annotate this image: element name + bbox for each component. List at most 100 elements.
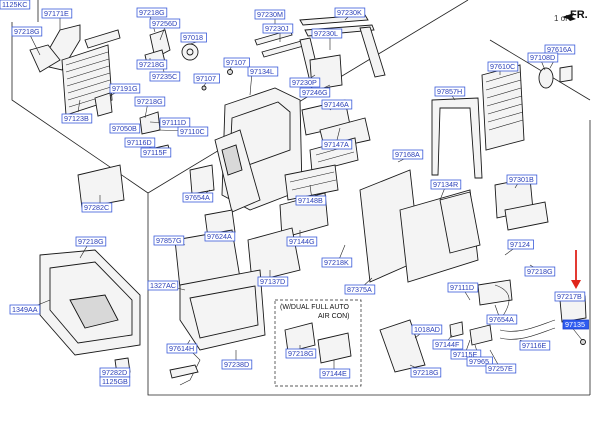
part-label-box[interactable] bbox=[109, 83, 141, 94]
part-label-box[interactable] bbox=[134, 96, 166, 107]
part-label-box[interactable] bbox=[204, 231, 236, 242]
part-label[interactable]: 97111D bbox=[159, 117, 191, 128]
part-label-box[interactable] bbox=[285, 348, 317, 359]
part-label-box[interactable] bbox=[450, 349, 482, 360]
part-label[interactable]: 97191G bbox=[109, 83, 141, 94]
part-label[interactable]: 97144G bbox=[286, 236, 318, 247]
part-label[interactable]: 97123B bbox=[61, 113, 93, 124]
part-label[interactable]: 97230J bbox=[262, 23, 294, 34]
part-label-box[interactable] bbox=[447, 282, 479, 293]
part-label-box[interactable] bbox=[159, 117, 191, 128]
part-label[interactable]: 97218G bbox=[136, 59, 168, 70]
part-label[interactable]: 97256D bbox=[149, 18, 181, 29]
part-label[interactable]: 97217B bbox=[554, 291, 586, 302]
part-label[interactable]: 97610C bbox=[487, 61, 519, 72]
part-label-box[interactable] bbox=[41, 8, 73, 19]
part-label-box[interactable] bbox=[149, 71, 181, 82]
part-label[interactable]: 97230K bbox=[334, 7, 366, 18]
part-label[interactable]: 97050B bbox=[109, 123, 141, 134]
part-label-box[interactable] bbox=[140, 147, 172, 158]
part-label-box[interactable] bbox=[544, 44, 576, 55]
part-label[interactable]: 97218G bbox=[11, 26, 43, 37]
part-label[interactable]: 1018AD bbox=[411, 324, 443, 335]
part-label-box[interactable] bbox=[319, 368, 351, 379]
part-label[interactable]: 97857G bbox=[153, 235, 185, 246]
part-label[interactable]: 97147A bbox=[321, 139, 353, 150]
part-label-box[interactable] bbox=[466, 356, 493, 367]
part-label-box[interactable] bbox=[527, 52, 559, 63]
part-label-box[interactable] bbox=[434, 86, 466, 97]
part-label[interactable]: 97218K bbox=[321, 257, 353, 268]
part-label[interactable]: 87375A bbox=[344, 284, 376, 295]
part-label[interactable]: 97115F bbox=[140, 147, 172, 158]
part-label[interactable]: 97654A bbox=[182, 192, 214, 203]
part-label[interactable]: 97282C bbox=[81, 202, 113, 213]
part-label-box[interactable] bbox=[432, 339, 464, 350]
part-label-box[interactable] bbox=[9, 304, 41, 315]
part-label[interactable]: 97654A bbox=[486, 314, 518, 325]
part-label-box[interactable] bbox=[299, 87, 331, 98]
part-label-box[interactable] bbox=[166, 343, 198, 354]
part-label-box[interactable] bbox=[334, 7, 366, 18]
part-label-box[interactable] bbox=[182, 192, 214, 203]
part-label-box[interactable] bbox=[321, 257, 353, 268]
part-label-box[interactable] bbox=[311, 28, 343, 39]
part-label-box[interactable] bbox=[177, 126, 209, 137]
part-label-box[interactable] bbox=[344, 284, 376, 295]
part-label[interactable]: 97257E bbox=[485, 363, 517, 374]
part-label[interactable]: 97616A bbox=[544, 44, 576, 55]
part-label[interactable]: 97146A bbox=[321, 99, 353, 110]
part-label[interactable]: 97218G bbox=[524, 266, 556, 277]
part-label[interactable]: 97110C bbox=[177, 126, 209, 137]
part-label-box[interactable] bbox=[392, 149, 424, 160]
part-label-box[interactable] bbox=[507, 239, 534, 250]
part-label-box[interactable] bbox=[562, 319, 589, 330]
part-label-box[interactable] bbox=[99, 376, 131, 387]
part-label[interactable]: 97230P bbox=[289, 77, 321, 88]
part-label-box[interactable] bbox=[11, 26, 43, 37]
part-label-box[interactable] bbox=[247, 66, 279, 77]
part-label-box[interactable] bbox=[487, 61, 519, 72]
part-label-box[interactable] bbox=[153, 235, 185, 246]
part-label-box[interactable] bbox=[289, 77, 321, 88]
part-label[interactable]: 97116D bbox=[124, 137, 156, 148]
part-number-labels[interactable]: 97171E97218G97218G97256D9701897107971079… bbox=[0, 0, 589, 387]
part-label-box[interactable] bbox=[149, 18, 181, 29]
part-label-box[interactable] bbox=[75, 236, 107, 247]
part-label-box[interactable] bbox=[519, 340, 551, 351]
part-label-selected[interactable]: 97135 bbox=[562, 319, 589, 330]
part-label[interactable]: 97624A bbox=[204, 231, 236, 242]
part-label[interactable]: 97614H bbox=[166, 343, 198, 354]
part-label[interactable]: 97171E bbox=[41, 8, 73, 19]
part-label-box[interactable] bbox=[262, 23, 294, 34]
part-label-box[interactable] bbox=[254, 9, 286, 20]
part-label-box[interactable] bbox=[411, 324, 443, 335]
part-label[interactable]: 1327AC bbox=[147, 280, 179, 291]
part-label-box[interactable] bbox=[524, 266, 556, 277]
part-label[interactable]: 1125GB bbox=[99, 376, 131, 387]
part-label[interactable]: 97111D bbox=[447, 282, 479, 293]
part-label[interactable]: 97107 bbox=[223, 57, 250, 68]
part-label[interactable]: 97116E bbox=[519, 340, 551, 351]
part-label[interactable]: 97137D bbox=[257, 276, 289, 287]
part-label-box[interactable] bbox=[136, 59, 168, 70]
part-label-box[interactable] bbox=[295, 195, 327, 206]
part-label-box[interactable] bbox=[81, 202, 113, 213]
part-label[interactable]: 1125KC bbox=[0, 0, 31, 10]
part-label-box[interactable] bbox=[506, 174, 538, 185]
part-label-box[interactable] bbox=[0, 0, 31, 10]
part-label[interactable]: 97965 bbox=[466, 356, 493, 367]
part-label[interactable]: 97238D bbox=[221, 359, 253, 370]
part-label[interactable]: 97301B bbox=[506, 174, 538, 185]
part-label[interactable]: 97168A bbox=[392, 149, 424, 160]
part-label-box[interactable] bbox=[124, 137, 156, 148]
part-label-box[interactable] bbox=[109, 123, 141, 134]
part-label-box[interactable] bbox=[410, 367, 442, 378]
part-label[interactable]: 1349AA bbox=[9, 304, 41, 315]
part-label[interactable]: 97124 bbox=[507, 239, 534, 250]
part-label[interactable]: 97218G bbox=[285, 348, 317, 359]
part-label-box[interactable] bbox=[430, 179, 462, 190]
part-label-box[interactable] bbox=[147, 280, 179, 291]
part-label-box[interactable] bbox=[286, 236, 318, 247]
part-label-box[interactable] bbox=[61, 113, 93, 124]
